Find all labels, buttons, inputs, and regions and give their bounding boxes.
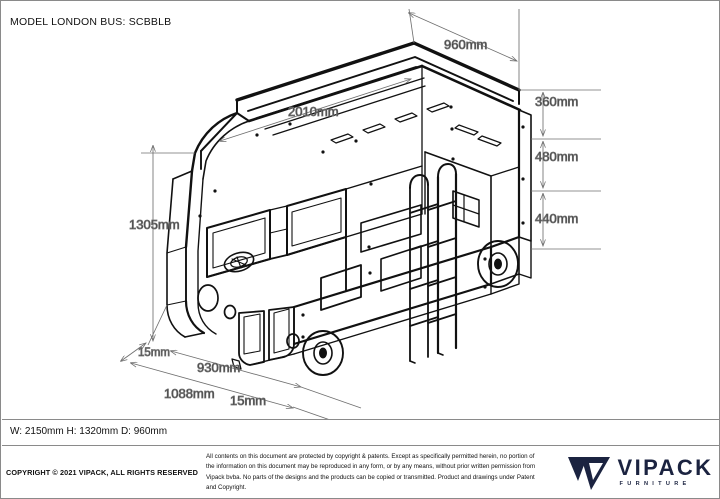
vipack-tagline: FURNITURE — [619, 481, 691, 488]
dimension-label-foot-right: 15mm — [230, 393, 266, 408]
page-title: MODEL LONDON BUS: SCBBLB — [10, 16, 172, 28]
bus-bunk-bed-technical-drawing: 960mm 2010mm 360mm 480mm — [1, 8, 601, 419]
dimension-label-2010: 2010mm — [288, 104, 339, 119]
dimension-width-930: 930mm — [150, 344, 301, 387]
copyright-text: COPYRIGHT © 2021 VIPACK, ALL RIGHTS RESE… — [6, 468, 198, 477]
dimension-label-930: 930mm — [197, 360, 240, 375]
dimension-foot-right-15: 15mm — [230, 386, 362, 419]
vipack-name: VIPACK — [617, 455, 714, 481]
dimension-label-1305: 1305mm — [129, 217, 180, 232]
dimension-height-360: 360mm — [519, 89, 601, 140]
dimension-label-440: 440mm — [535, 211, 578, 226]
dimension-height-440: 440mm — [531, 194, 601, 250]
legal-notice-text: All contents on this document are protec… — [206, 453, 536, 491]
copyright-cell: COPYRIGHT © 2021 VIPACK, ALL RIGHTS RESE… — [2, 446, 202, 499]
document-footer: COPYRIGHT © 2021 VIPACK, ALL RIGHTS RESE… — [2, 445, 720, 499]
dimension-length-2010: 2010mm — [166, 79, 411, 166]
dimension-foot-left-15: 15mm — [121, 304, 170, 361]
dimension-label-foot-left: 15mm — [138, 347, 170, 359]
vipack-logo: VIPACK FURNITURE — [560, 446, 720, 499]
overall-dimensions-text: W: 2150mm H: 1320mm D: 960mm — [10, 426, 168, 437]
vipack-triangle-logo-icon — [567, 456, 610, 490]
vipack-wordmark: VIPACK FURNITURE — [618, 457, 714, 488]
legal-notice-cell: All contents on this document are protec… — [202, 446, 560, 499]
overall-dimensions-row: W: 2150mm H: 1320mm D: 960mm — [2, 419, 720, 445]
dimension-label-360: 360mm — [535, 94, 578, 109]
dimension-depth-960: 960mm — [409, 8, 520, 90]
dimension-annotations: 960mm 2010mm 360mm 480mm — [121, 8, 601, 419]
dimension-label-1088: 1088mm — [164, 386, 215, 401]
dimension-label-960: 960mm — [444, 37, 487, 52]
dimension-height-480: 480mm — [531, 142, 601, 192]
dimension-label-480: 480mm — [535, 149, 578, 164]
dimension-width-1088: 1088mm — [131, 363, 293, 408]
product-outline — [166, 41, 532, 376]
dimension-height-1305: 1305mm — [129, 146, 195, 349]
